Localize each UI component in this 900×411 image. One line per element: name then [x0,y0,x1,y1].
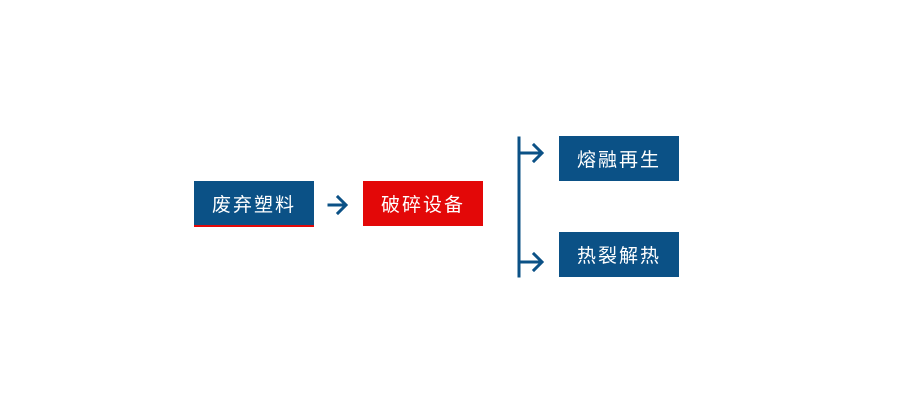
node-label: 熔融再生 [576,149,661,171]
node-label: 热裂解热 [576,245,661,267]
arrow-to-4 [517,251,545,273]
node-crushing-equipment: 破碎设备 [363,181,483,226]
node-pyrolysis: 热裂解热 [559,232,679,277]
node-melt-regeneration: 熔融再生 [559,136,679,181]
arrow-1-to-2 [327,194,349,216]
node-waste-plastic: 废弃塑料 [194,181,314,227]
node-label: 废弃塑料 [211,193,296,216]
node-label: 破碎设备 [380,194,465,216]
arrow-to-3 [517,142,545,164]
